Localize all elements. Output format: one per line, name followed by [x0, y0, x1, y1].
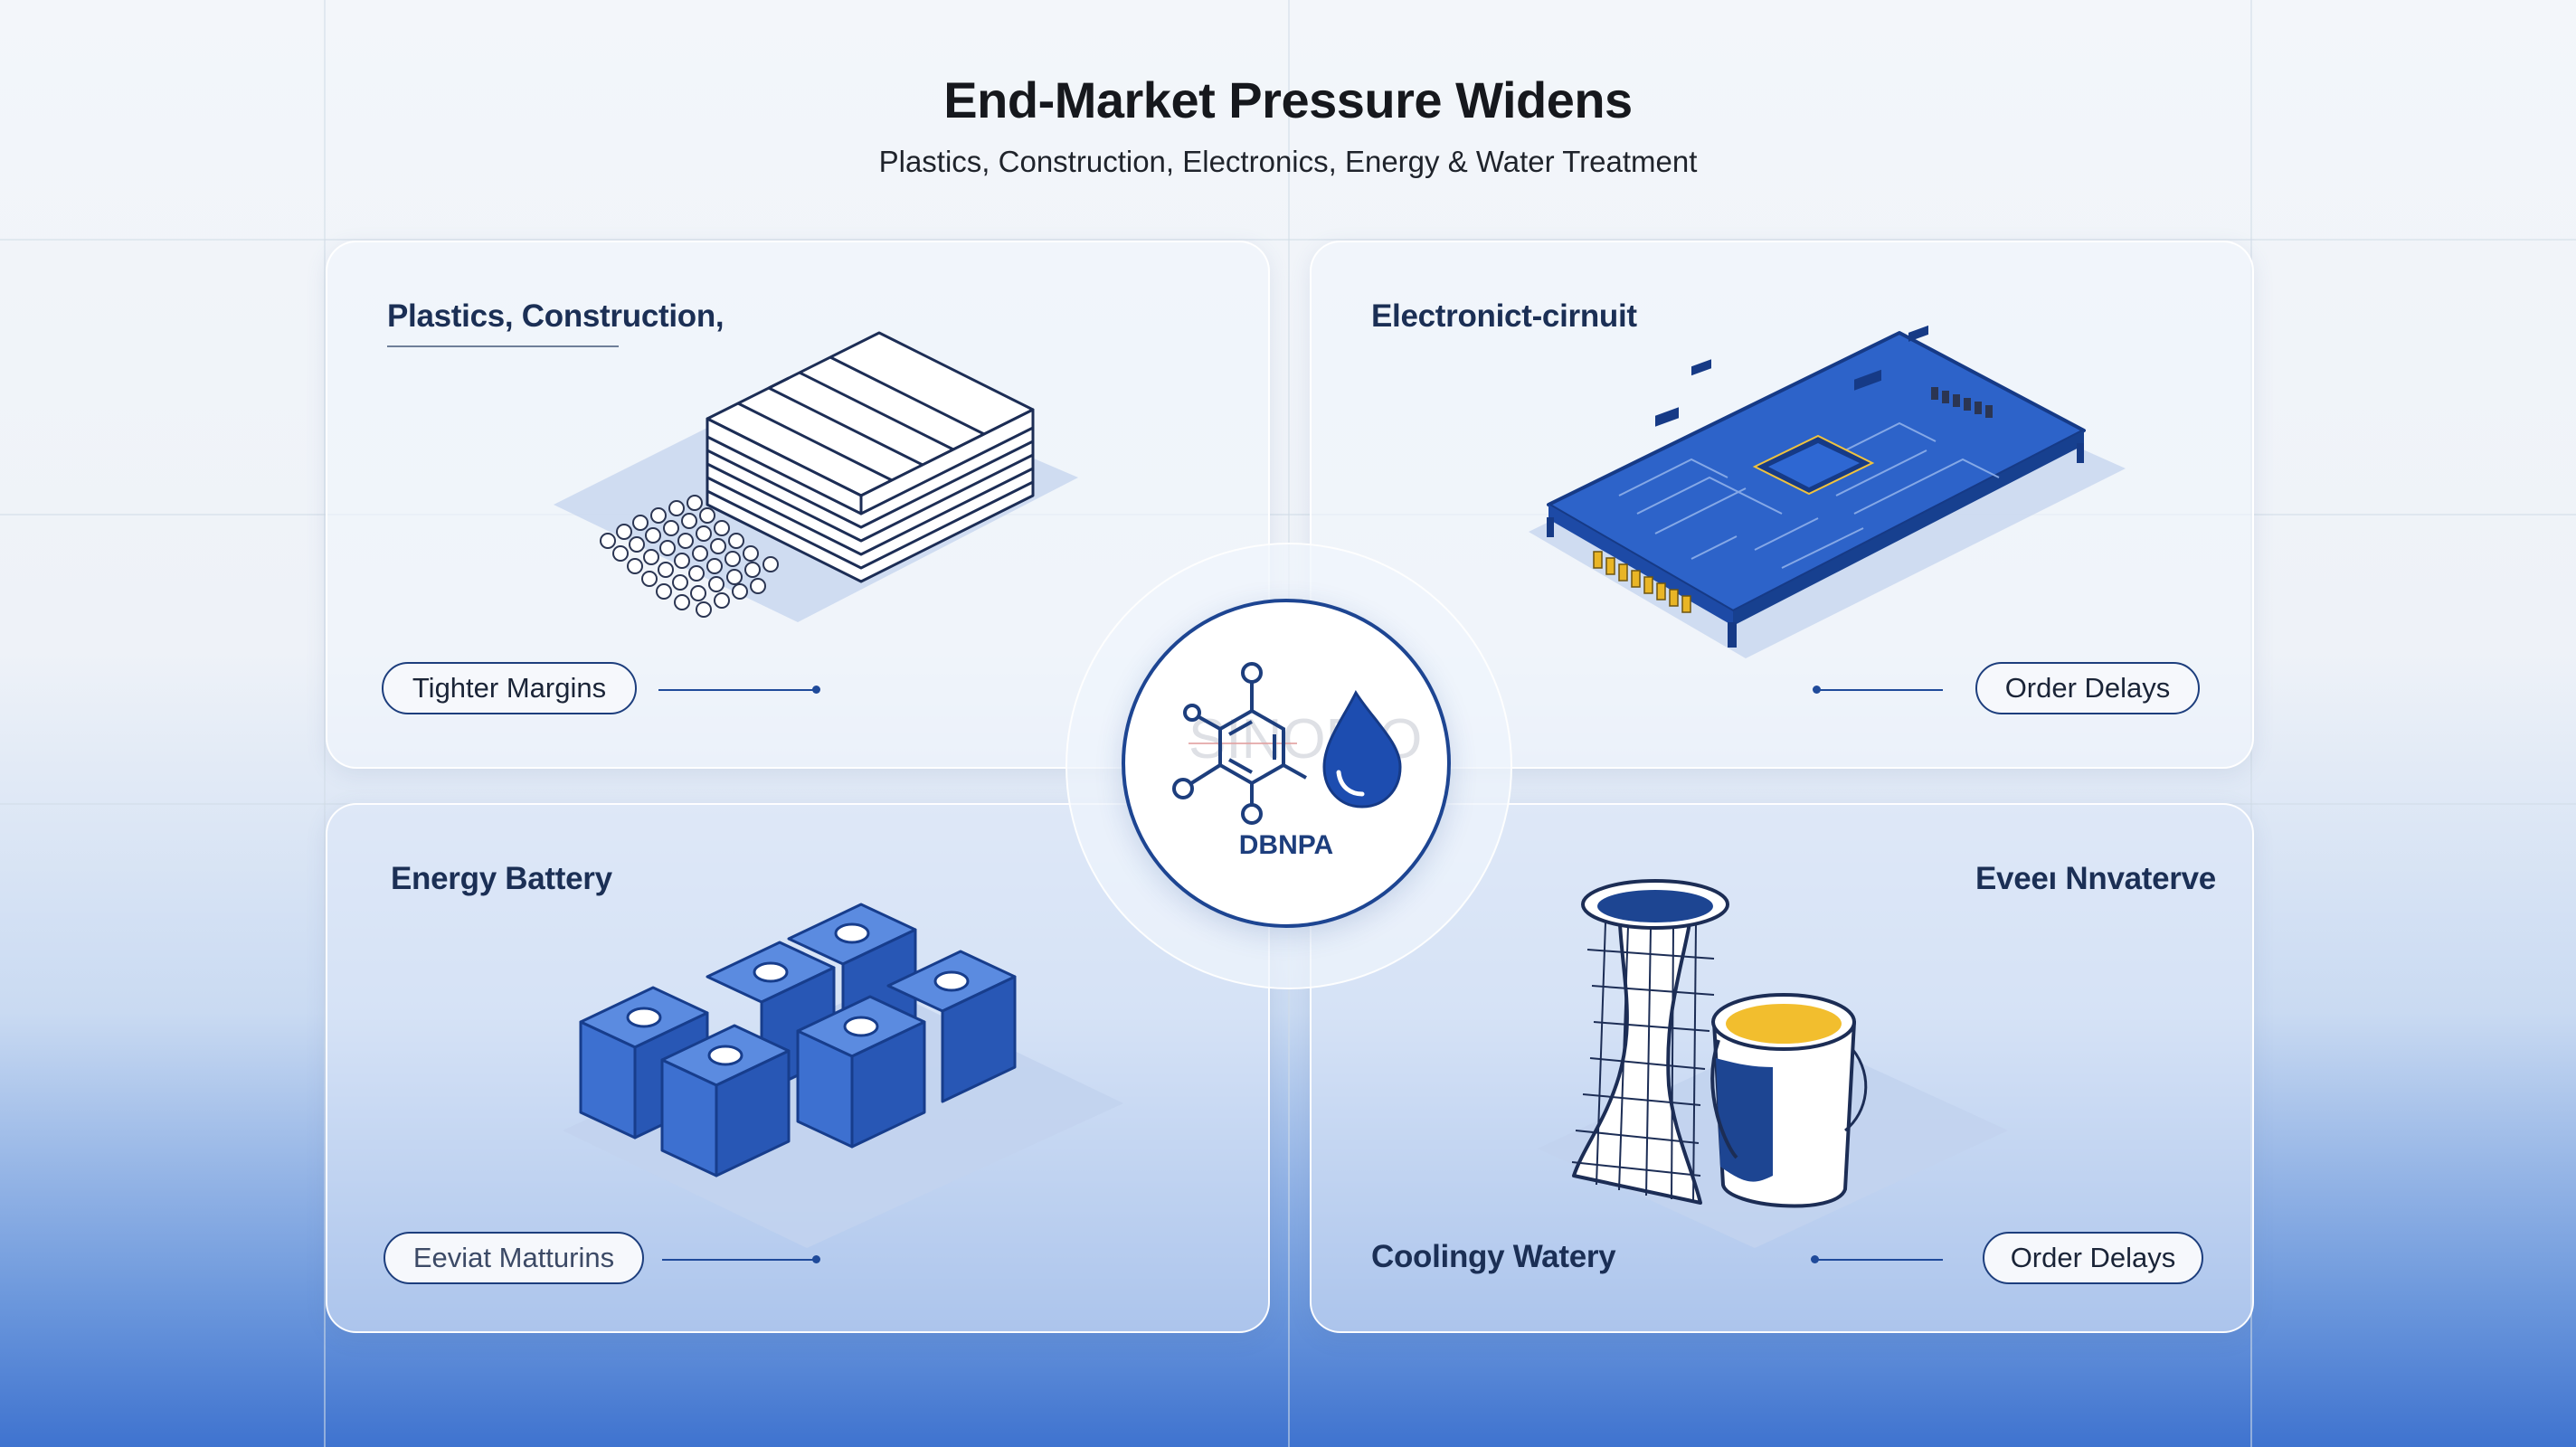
battery-cells-icon [563, 903, 1123, 1248]
margins-badge: Eeviat Matturins [384, 1232, 644, 1284]
tighter-margins-badge: Tighter Margins [382, 662, 637, 714]
connector-dot [1811, 1255, 1819, 1263]
connector-dot [812, 1255, 820, 1263]
connector-dot [812, 686, 820, 694]
plastic-sheets-pellets-icon [554, 331, 1078, 622]
card-water-treatment: Eveeı Nnvaterve Coolingy Watery Order De… [1310, 803, 2254, 1333]
card-label: Energy Battery [391, 861, 612, 896]
card-energy-battery: Energy Battery Eeviat Matturins [326, 803, 1270, 1333]
connector-line [1820, 689, 1943, 691]
connector-line [662, 1259, 814, 1261]
card-secondary-label: Coolingy Watery [1371, 1239, 1616, 1274]
card-electronics: Electronict-cirnuit [1310, 241, 2254, 769]
page-title: End-Market Pressure Widens [943, 71, 1633, 128]
card-label: Plastics, Construction, [387, 298, 724, 334]
order-delays-badge: Order Delays [1983, 1232, 2203, 1284]
cooling-tower-bucket-icon [1538, 879, 2008, 1248]
card-plastics-construction: Plastics, Construction, [326, 241, 1270, 769]
label-underline [387, 345, 619, 347]
hub-label: DBNPA [1238, 830, 1334, 860]
order-delays-badge: Order Delays [1975, 662, 2200, 714]
connector-line [658, 689, 814, 691]
circuit-board-icon [1529, 325, 2126, 658]
card-label: Eveeı Nnvaterve [1975, 861, 2216, 896]
dbnpa-hub: SINOBIO DBNPA [1122, 599, 1451, 928]
connector-line [1818, 1259, 1943, 1261]
molecule-droplet-icon: SINOBIO [1172, 662, 1422, 825]
page-subtitle: Plastics, Construction, Electronics, Ene… [878, 145, 1698, 178]
card-label: Electronict-cirnuit [1371, 298, 1637, 334]
connector-dot [1813, 686, 1821, 694]
